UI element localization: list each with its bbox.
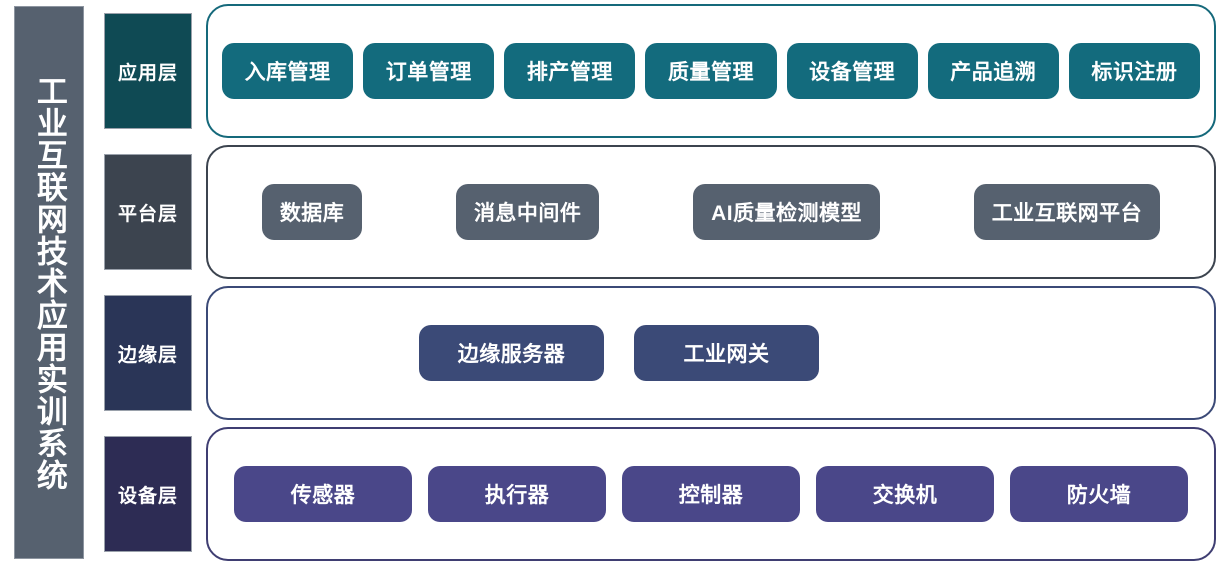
module-pill[interactable]: 设备管理	[786, 43, 918, 99]
layer-label-device: 设备层	[104, 436, 192, 552]
module-pill[interactable]: 质量管理	[645, 43, 777, 99]
layer-row-device: 设备层 传感器 执行器 控制器 交换机 防火墙	[104, 427, 1216, 561]
layer-box-device: 传感器 执行器 控制器 交换机 防火墙	[206, 427, 1216, 561]
layer-row-edge: 边缘层 边缘服务器 工业网关	[104, 286, 1216, 420]
module-pill[interactable]: 防火墙	[1010, 466, 1188, 522]
pill-track-platform: 数据库 消息中间件 AI质量检测模型 工业互联网平台	[222, 184, 1200, 240]
module-pill[interactable]: 订单管理	[363, 43, 495, 99]
layer-label-application: 应用层	[104, 13, 192, 129]
layer-row-application: 应用层 入库管理 订单管理 排产管理 质量管理 设备管理 产品追溯 标识注册	[104, 4, 1216, 138]
layer-label-platform: 平台层	[104, 154, 192, 270]
module-pill[interactable]: 入库管理	[222, 43, 354, 99]
module-pill[interactable]: AI质量检测模型	[693, 184, 881, 240]
pill-track-edge: 边缘服务器 工业网关	[222, 325, 1200, 381]
layer-label-edge: 边缘层	[104, 295, 192, 411]
layer-row-platform: 平台层 数据库 消息中间件 AI质量检测模型 工业互联网平台	[104, 145, 1216, 279]
module-pill[interactable]: 交换机	[816, 466, 994, 522]
module-pill[interactable]: 标识注册	[1068, 43, 1200, 99]
system-title-bar: 工业互联网技术应用实训系统	[14, 6, 84, 559]
layer-box-application: 入库管理 订单管理 排产管理 质量管理 设备管理 产品追溯 标识注册	[206, 4, 1216, 138]
module-pill[interactable]: 边缘服务器	[419, 325, 604, 381]
module-pill[interactable]: 数据库	[261, 184, 363, 240]
module-pill[interactable]: 工业互联网平台	[973, 184, 1161, 240]
module-pill[interactable]: 产品追溯	[927, 43, 1059, 99]
module-pill[interactable]: 执行器	[428, 466, 606, 522]
module-pill[interactable]: 传感器	[234, 466, 412, 522]
module-pill[interactable]: 控制器	[622, 466, 800, 522]
module-pill[interactable]: 排产管理	[504, 43, 636, 99]
layer-box-edge: 边缘服务器 工业网关	[206, 286, 1216, 420]
pill-track-application: 入库管理 订单管理 排产管理 质量管理 设备管理 产品追溯 标识注册	[222, 43, 1200, 99]
layer-box-platform: 数据库 消息中间件 AI质量检测模型 工业互联网平台	[206, 145, 1216, 279]
pill-track-device: 传感器 执行器 控制器 交换机 防火墙	[222, 466, 1200, 522]
layer-stack: 应用层 入库管理 订单管理 排产管理 质量管理 设备管理 产品追溯 标识注册 平…	[84, 0, 1226, 565]
module-pill[interactable]: 消息中间件	[455, 184, 600, 240]
system-title-text: 工业互联网技术应用实训系统	[31, 74, 67, 491]
module-pill[interactable]: 工业网关	[634, 325, 819, 381]
